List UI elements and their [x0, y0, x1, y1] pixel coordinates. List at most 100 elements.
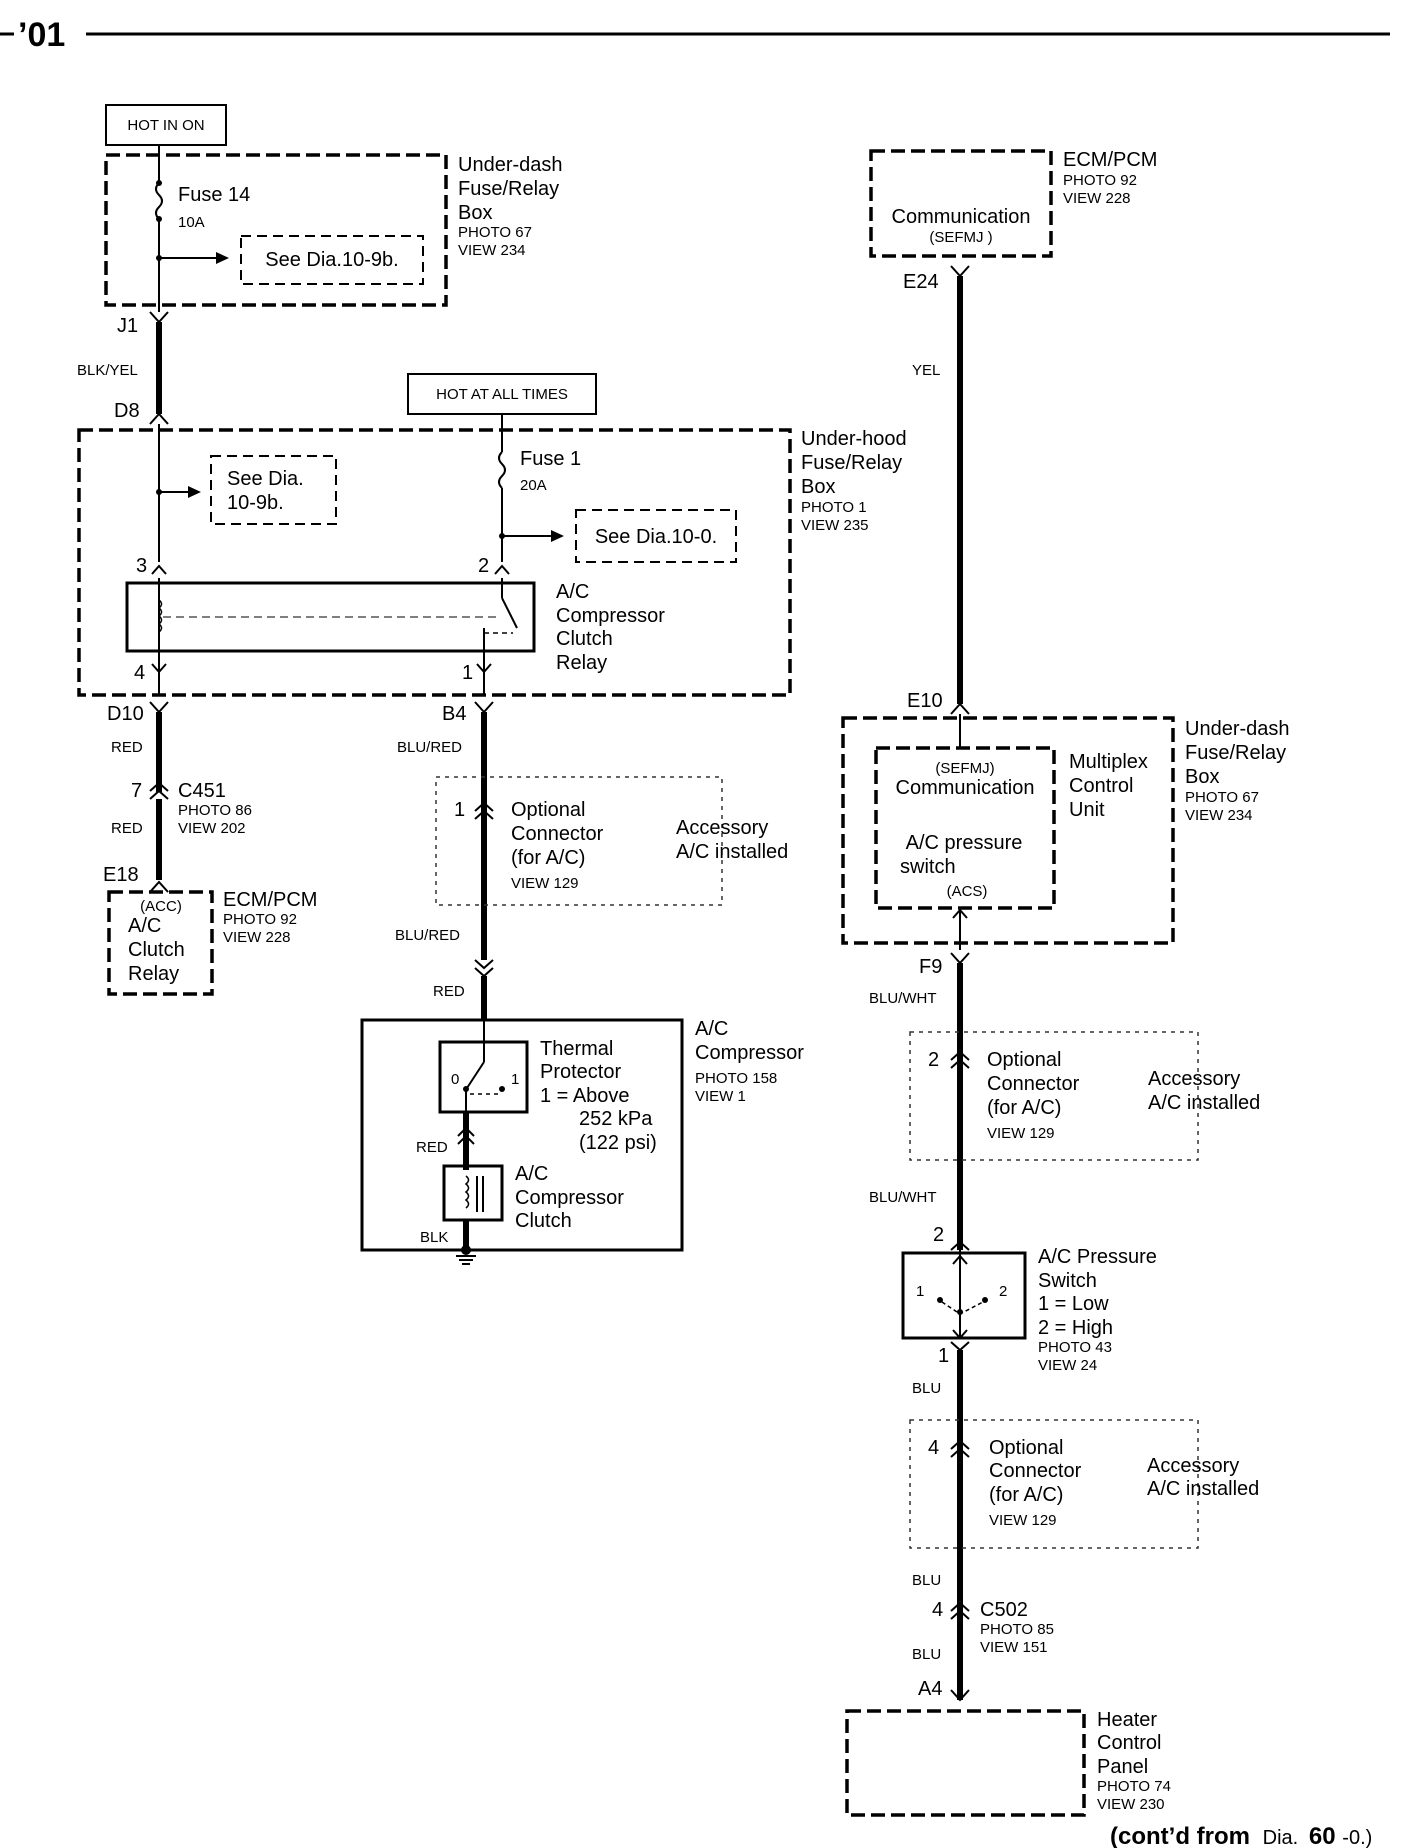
- clutch-l2: Compressor: [515, 1187, 624, 1209]
- wire-yel-label: YEL: [912, 362, 940, 379]
- fuse1-icon: [498, 451, 506, 489]
- wire-blu1-label: BLU: [912, 1380, 941, 1397]
- footer-suffix: -0.): [1342, 1827, 1372, 1848]
- opt1-connector-icon: [474, 801, 494, 820]
- e24-connector-icon: [950, 265, 970, 278]
- hcp-photo: PHOTO 74: [1097, 1778, 1171, 1795]
- arrow-to-9b-mid-head: [188, 486, 201, 498]
- comp-photo: PHOTO 158: [695, 1070, 777, 1087]
- ecm-right-title: ECM/PCM: [1063, 149, 1157, 171]
- mcu-sw1: A/C pressure: [906, 832, 1023, 854]
- opt2-acc1: Accessory: [1148, 1068, 1240, 1090]
- relay-pin4: 4: [134, 662, 145, 684]
- fuse14-name: Fuse 14: [178, 184, 250, 206]
- fuse1-name: Fuse 1: [520, 448, 581, 470]
- heater-panel-box: [845, 1709, 1086, 1817]
- relay-pin3: 3: [136, 555, 147, 577]
- d10-label: D10: [107, 703, 144, 725]
- ps-l1: A/C Pressure: [1038, 1246, 1157, 1268]
- c451-name: C451: [178, 780, 226, 802]
- underdash-right-title1: Under-dash: [1185, 718, 1290, 740]
- relay-pin3-icon: [151, 564, 167, 575]
- wire-blured1-label: BLU/RED: [397, 739, 462, 756]
- opt4-acc2: A/C installed: [1147, 1478, 1259, 1500]
- footer-prefix: (cont’d from: [1110, 1823, 1250, 1848]
- opt4-acc1: Accessory: [1147, 1455, 1239, 1477]
- clutch-l1: A/C: [515, 1163, 548, 1185]
- e24-label: E24: [903, 271, 939, 293]
- underdash-right-title2: Fuse/Relay: [1185, 742, 1286, 764]
- d10-connector-icon: [149, 701, 169, 714]
- footer-num: 60: [1309, 1823, 1336, 1848]
- c502-pin: 4: [932, 1599, 943, 1621]
- underdash-left-title3: Box: [458, 202, 492, 224]
- ecm-left-l3: Relay: [128, 963, 179, 985]
- c502-view: VIEW 151: [980, 1639, 1048, 1656]
- mcu-box: [874, 746, 1056, 910]
- underhood-title2: Fuse/Relay: [801, 452, 902, 474]
- comp-connector-icon: [474, 959, 494, 978]
- clutch-coil-icon: [464, 1175, 470, 1209]
- underhood-photo: PHOTO 1: [801, 499, 867, 516]
- c451-pin: 7: [131, 780, 142, 802]
- c451-connector-icon: [149, 781, 169, 800]
- see-9b-mid-line2: 10-9b.: [227, 492, 284, 514]
- arrow-to-9b-head: [216, 252, 229, 264]
- ps-inner-1: 1: [916, 1283, 924, 1300]
- relay-label1: A/C: [556, 581, 589, 603]
- see-9b-top-label: See Dia.10-9b.: [265, 249, 398, 271]
- opt1-l2: Connector: [511, 823, 604, 845]
- j1-label: J1: [117, 315, 138, 337]
- ecm-right-sefmj: (SEFMJ ): [929, 229, 992, 246]
- hot-all-times-label: HOT AT ALL TIMES: [436, 386, 568, 403]
- pressure-switch-box: [901, 1251, 1027, 1340]
- underdash-right-photo: PHOTO 67: [1185, 789, 1259, 806]
- wire-blu3-label: BLU: [912, 1646, 941, 1663]
- d8-label: D8: [114, 400, 140, 422]
- mcu-l2: Control: [1069, 775, 1133, 797]
- see-10-0-label: See Dia.10-0.: [595, 526, 717, 548]
- ps-view: VIEW 24: [1038, 1357, 1097, 1374]
- c502-photo: PHOTO 85: [980, 1621, 1054, 1638]
- underdash-left-photo: PHOTO 67: [458, 224, 532, 241]
- wire-red2-label: RED: [111, 820, 143, 837]
- ecm-left-title: ECM/PCM: [223, 889, 317, 911]
- mcu-sefmj: (SEFMJ): [935, 760, 994, 777]
- mcu-acs: (ACS): [947, 883, 988, 900]
- footer-contd: (cont’d from Dia. 60 -0.): [1110, 1823, 1372, 1848]
- underdash-left-title1: Under-dash: [458, 154, 563, 176]
- see-9b-mid-box: [210, 455, 337, 525]
- opt2-l2: Connector: [987, 1073, 1080, 1095]
- ps-actuator-dash: [941, 1301, 984, 1315]
- ps-contact-1: [937, 1297, 943, 1303]
- comp-title2: Compressor: [695, 1042, 804, 1064]
- underdash-left-title2: Fuse/Relay: [458, 178, 559, 200]
- wire-blured2-label: BLU/RED: [395, 927, 460, 944]
- arrow-to-10-0-head: [551, 530, 564, 542]
- ecm-left-view: VIEW 228: [223, 929, 291, 946]
- see-9b-mid-line1: See Dia.: [227, 468, 304, 490]
- opt4-l3: (for A/C): [989, 1484, 1063, 1506]
- relay-pin2: 2: [478, 555, 489, 577]
- opt-connector2-box: [909, 1031, 1199, 1161]
- underdash-right-title3: Box: [1185, 766, 1219, 788]
- fuse14-icon: [155, 182, 163, 220]
- a4-connector-icon: [950, 1689, 970, 1702]
- fuse14-amps: 10A: [178, 214, 205, 231]
- j1-connector-icon: [149, 311, 169, 324]
- opt2-connector-icon: [950, 1050, 970, 1069]
- f9-label: F9: [919, 956, 942, 978]
- e10-connector-icon: [950, 702, 970, 715]
- see-9b-top-box: [240, 235, 424, 285]
- opt1-acc2: A/C installed: [676, 841, 788, 863]
- hcp-view: VIEW 230: [1097, 1796, 1165, 1813]
- comp-view: VIEW 1: [695, 1088, 746, 1105]
- clutch-l3: Clutch: [515, 1210, 572, 1232]
- opt1-l3: (for A/C): [511, 847, 585, 869]
- opt1-l1: Optional: [511, 799, 586, 821]
- c451-view: VIEW 202: [178, 820, 246, 837]
- underdash-box-right: [841, 716, 1175, 945]
- mcu-l1: Multiplex: [1069, 751, 1148, 773]
- ps-pin2-label: 2: [933, 1224, 944, 1246]
